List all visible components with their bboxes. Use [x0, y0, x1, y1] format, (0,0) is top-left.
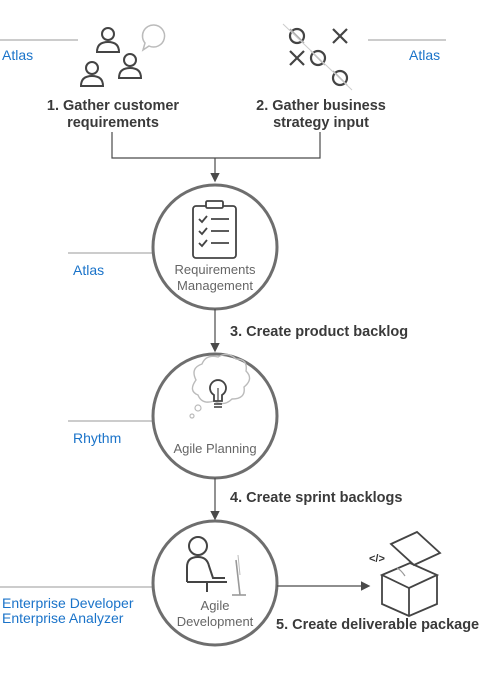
requirements-line1: Requirements — [174, 262, 256, 277]
requirements-line2: Management — [177, 278, 253, 293]
people-chat-icon — [79, 24, 166, 87]
lightbulb-thought-icon — [189, 353, 251, 419]
agile-dev-line2: Development — [176, 614, 254, 629]
agile-dev-line1: Agile — [200, 598, 230, 613]
requirements-node-label: Requirements Management — [160, 262, 270, 294]
step1-label: 1. Gather customer requirements — [30, 98, 196, 132]
step1-line1: 1. Gather customer — [46, 98, 180, 114]
agile-planning-node — [151, 352, 279, 480]
step2-line2: strategy input — [273, 115, 369, 131]
step3-label: 3. Create product backlog — [230, 324, 409, 340]
merge-connector — [111, 132, 321, 183]
step2-label: 2. Gather business strategy input — [236, 98, 406, 132]
clipboard-checklist-icon — [192, 200, 237, 259]
code-glyph: </> — [369, 553, 385, 565]
developer-at-computer-icon — [186, 536, 246, 596]
step1-line2: requirements — [67, 115, 159, 131]
agile-development-label: Agile Development — [160, 598, 270, 630]
open-box-code-icon — [379, 530, 442, 617]
tool-rhythm: Rhythm — [73, 430, 122, 446]
tool-atlas-mid: Atlas — [73, 262, 105, 278]
step2-line1: 2. Gather business — [256, 98, 386, 114]
agile-planning-label: Agile Planning — [173, 441, 257, 456]
tool-atlas-right: Atlas — [409, 47, 441, 63]
tic-tac-toe-icon — [282, 23, 353, 91]
step4-label: 4. Create sprint backlogs — [230, 490, 403, 506]
tool-enterprise-developer: Enterprise Developer — [2, 595, 134, 611]
step5-label: 5. Create deliverable package — [276, 617, 480, 633]
tool-enterprise-analyzer: Enterprise Analyzer — [2, 610, 124, 626]
tool-atlas-left: Atlas — [2, 47, 34, 63]
